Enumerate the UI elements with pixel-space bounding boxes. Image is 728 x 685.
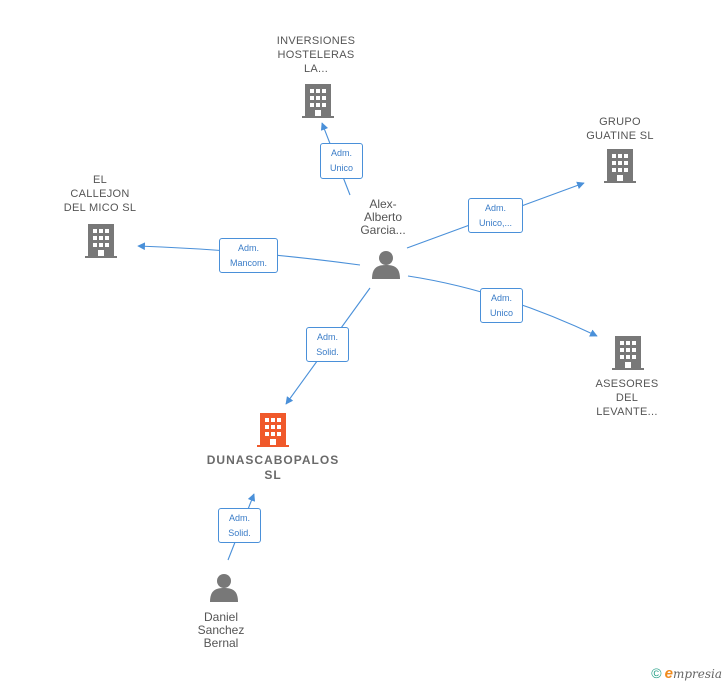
node-label-dunas[interactable]: DUNASCABOPALOS SL	[206, 453, 340, 482]
edge-label-asesores[interactable]: Adm. Unico	[480, 288, 523, 323]
building-icon-dunas[interactable]	[257, 413, 289, 447]
building-icon-inversiones[interactable]	[302, 84, 334, 118]
person-icon-alex[interactable]	[372, 251, 400, 279]
node-label-grupo[interactable]: GRUPO GUATINE SL	[586, 116, 654, 142]
brand-logo-text: mpresia	[672, 667, 722, 681]
edge-label-dunas[interactable]: Adm. Solid.	[306, 327, 349, 362]
edge-label-inversiones[interactable]: Adm. Unico	[320, 143, 363, 179]
node-label-alex[interactable]: Alex- Alberto Garcia...	[360, 197, 406, 237]
node-label-asesores[interactable]: ASESORES DEL LEVANTE...	[595, 378, 659, 418]
edge-label-daniel-dunas[interactable]: Adm. Solid.	[218, 508, 261, 543]
person-icon-daniel[interactable]	[210, 574, 238, 602]
building-icon-callejon[interactable]	[85, 224, 117, 258]
copyright-icon: ©	[651, 665, 662, 681]
brand-footer[interactable]: ©empresia	[651, 665, 722, 682]
brand-logo-e: e	[664, 665, 673, 682]
building-icon-grupo[interactable]	[604, 149, 636, 183]
node-label-daniel[interactable]: Daniel Sanchez Bernal	[197, 610, 245, 650]
node-label-inversiones[interactable]: INVERSIONES HOSTELERAS LA...	[276, 35, 356, 75]
building-icon-asesores[interactable]	[612, 336, 644, 370]
edge-label-callejon[interactable]: Adm. Mancom.	[219, 238, 278, 273]
node-label-callejon[interactable]: EL CALLEJON DEL MICO SL	[63, 174, 137, 214]
edge-label-grupo[interactable]: Adm. Unico,...	[468, 198, 523, 233]
